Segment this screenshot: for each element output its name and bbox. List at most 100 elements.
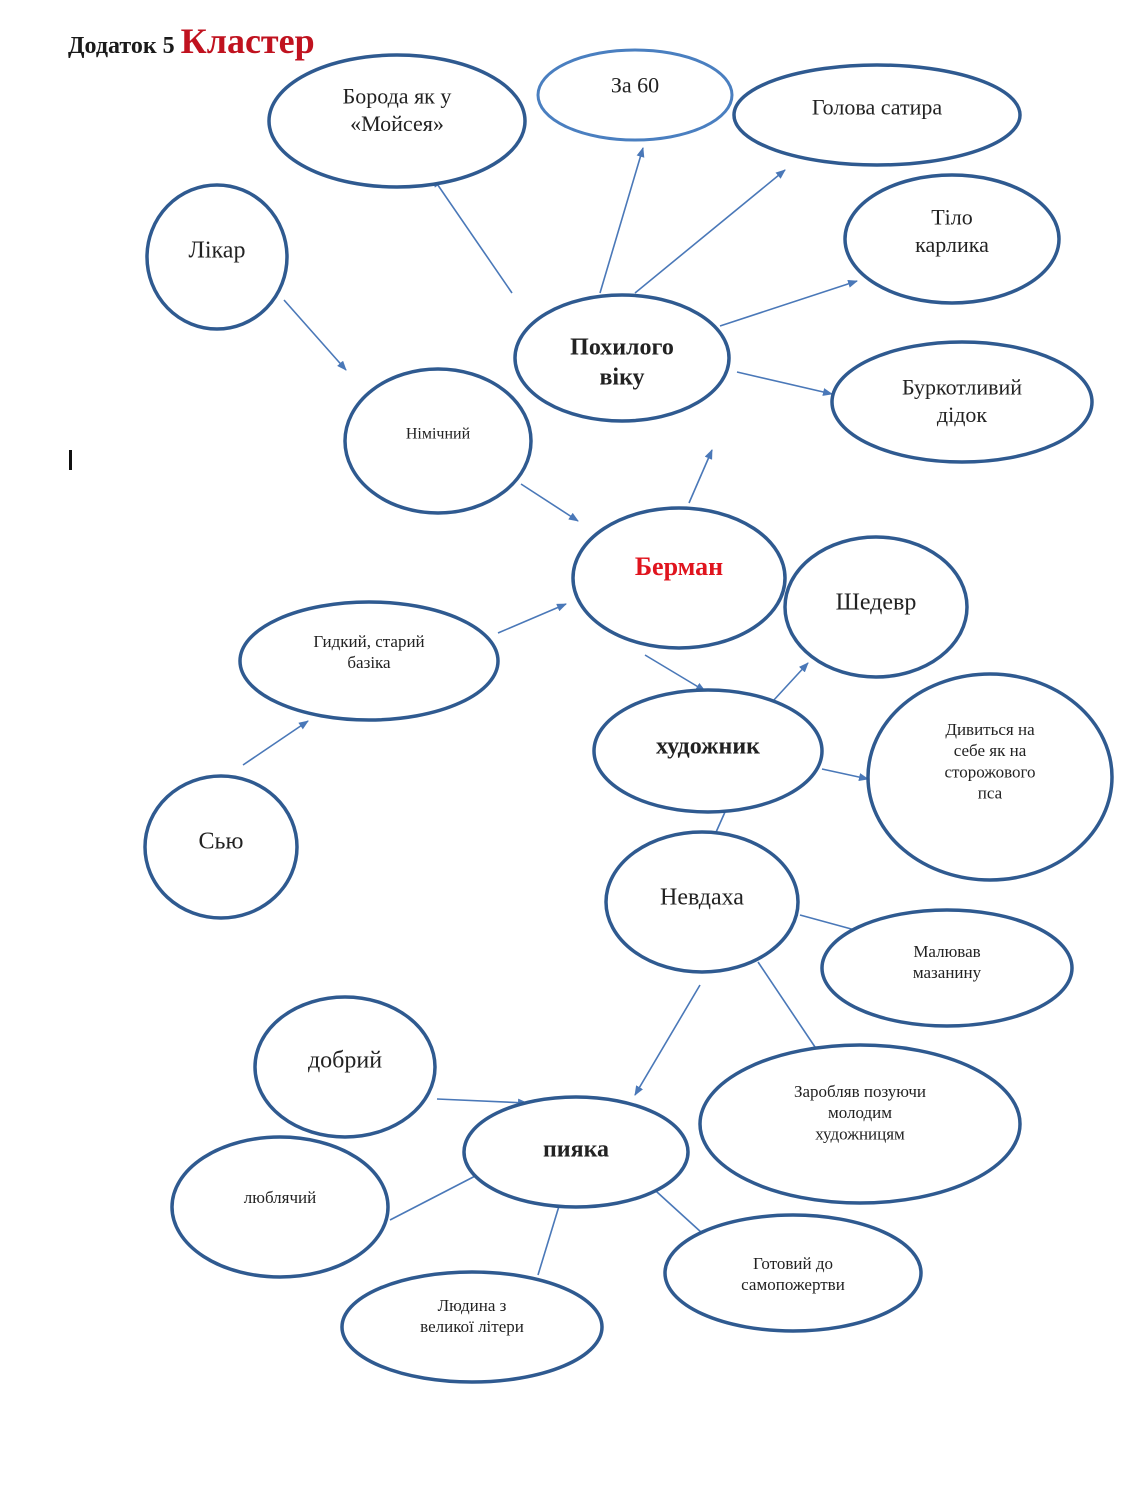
node-dobryi: добрий [253,995,437,1139]
node-khudozhnyk: художник [592,688,824,814]
connector-arrow [644,654,706,692]
node-ellipse [866,672,1114,882]
node-label-line: «Мойсея» [350,111,444,136]
node-label-line: пияка [543,1136,609,1162]
connector-arrow [497,603,567,634]
connector-arrow [599,147,645,294]
connector-arrow [799,914,856,931]
node-label-line: Заробляв позуючи [794,1082,926,1101]
node-label-line: великої літери [420,1317,524,1336]
connector-arrow [436,1098,528,1107]
node-ellipse [170,1135,390,1279]
node-maliuvav: Малював мазанину [820,908,1074,1028]
node-label: Борода як у«Мойсея» [343,84,452,137]
node-ellipse [343,367,533,515]
connector-arrow [242,720,309,766]
node-label-line: люблячий [244,1188,316,1207]
connector-arrow [757,961,816,1048]
node-label-line: Дивиться на [945,720,1035,739]
node-nimichnyi: Німічний [343,367,533,515]
node-ellipse [698,1043,1022,1205]
node-label: художник [656,733,760,759]
node-label-line: Берман [635,552,723,581]
node-label-line: Борода як у [343,84,452,109]
node-label-line: Людина з [438,1296,507,1315]
node-label-line: Шедевр [836,589,917,615]
node-label: Берман [635,552,723,581]
node-label-line: мазанину [913,963,982,982]
node-label-line: Голова сатира [812,95,942,120]
title-main: Кластер [180,21,315,61]
node-ellipse [253,995,437,1139]
node-label-line: сторожового [944,762,1035,781]
node-boroda: Борода як у«Мойсея» [267,53,527,189]
node-ellipse [830,340,1094,464]
node-label-line: За 60 [611,73,659,98]
connector-arrow [772,662,809,702]
node-label: Сью [199,828,244,854]
node-label-line: художник [656,733,760,759]
node-label: Шедевр [836,589,917,615]
node-ellipse [145,183,289,331]
node-label-line: Похилого [570,334,674,360]
node-label-line: Тіло [931,205,973,230]
connector-arrow [821,768,869,781]
node-ellipse [783,535,969,679]
node-label-line: Невдаха [660,884,744,910]
node-label-line: Готовий до [753,1254,833,1273]
node-ellipse [843,173,1061,305]
node-label-line: Німічний [406,426,471,443]
nodes: Борода як у«Мойсея» За 60 Голова сатираТіл… [143,48,1114,1384]
connector-arrow [688,449,713,504]
node-label-line: Малював [913,942,980,961]
node-liubliachyi: люблячий [170,1135,390,1279]
node-label-line: Сью [199,828,244,854]
node-ellipse [592,688,824,814]
node-label-line: дідок [937,402,987,427]
node-pokhyloho: Похилого віку [513,293,731,423]
node-ellipse [663,1213,923,1333]
node-label: Німічний [406,426,471,443]
title-prefix: Додаток 5 [68,33,175,59]
connector-arrow [634,984,701,1096]
node-label: Малював мазанину [913,942,982,982]
node-label: Лікар [189,237,246,263]
node-likar: Лікар [145,183,289,331]
text-cursor [69,450,72,470]
node-ellipse [732,63,1022,167]
node-label: Невдаха [660,884,744,910]
node-label: люблячий [244,1188,316,1207]
node-label: добрий [308,1047,382,1073]
node-label-line: молодим [828,1103,892,1122]
node-label-line: добрий [308,1047,382,1073]
node-ellipse [143,774,299,920]
node-za60: За 60 [536,48,734,142]
connector-arrow [432,177,513,294]
node-ellipse [536,48,734,142]
node-label-line: віку [599,364,644,390]
connector-arrow [634,169,786,294]
node-ellipse [571,506,787,650]
connector-arrow [283,299,347,371]
node-berman: Берман [571,506,787,650]
node-label: Людина з великої літери [420,1296,524,1336]
node-liudyna: Людина з великої літери [340,1270,604,1384]
node-ellipse [604,830,800,974]
node-label: За 60 [611,73,659,98]
node-nevdakha: Невдаха [604,830,800,974]
node-ellipse [462,1095,690,1209]
connector-arrow [719,280,858,327]
node-label-line: себе як на [954,741,1027,760]
node-label-line: базіка [347,653,391,672]
node-holova: Голова сатира [732,63,1022,167]
